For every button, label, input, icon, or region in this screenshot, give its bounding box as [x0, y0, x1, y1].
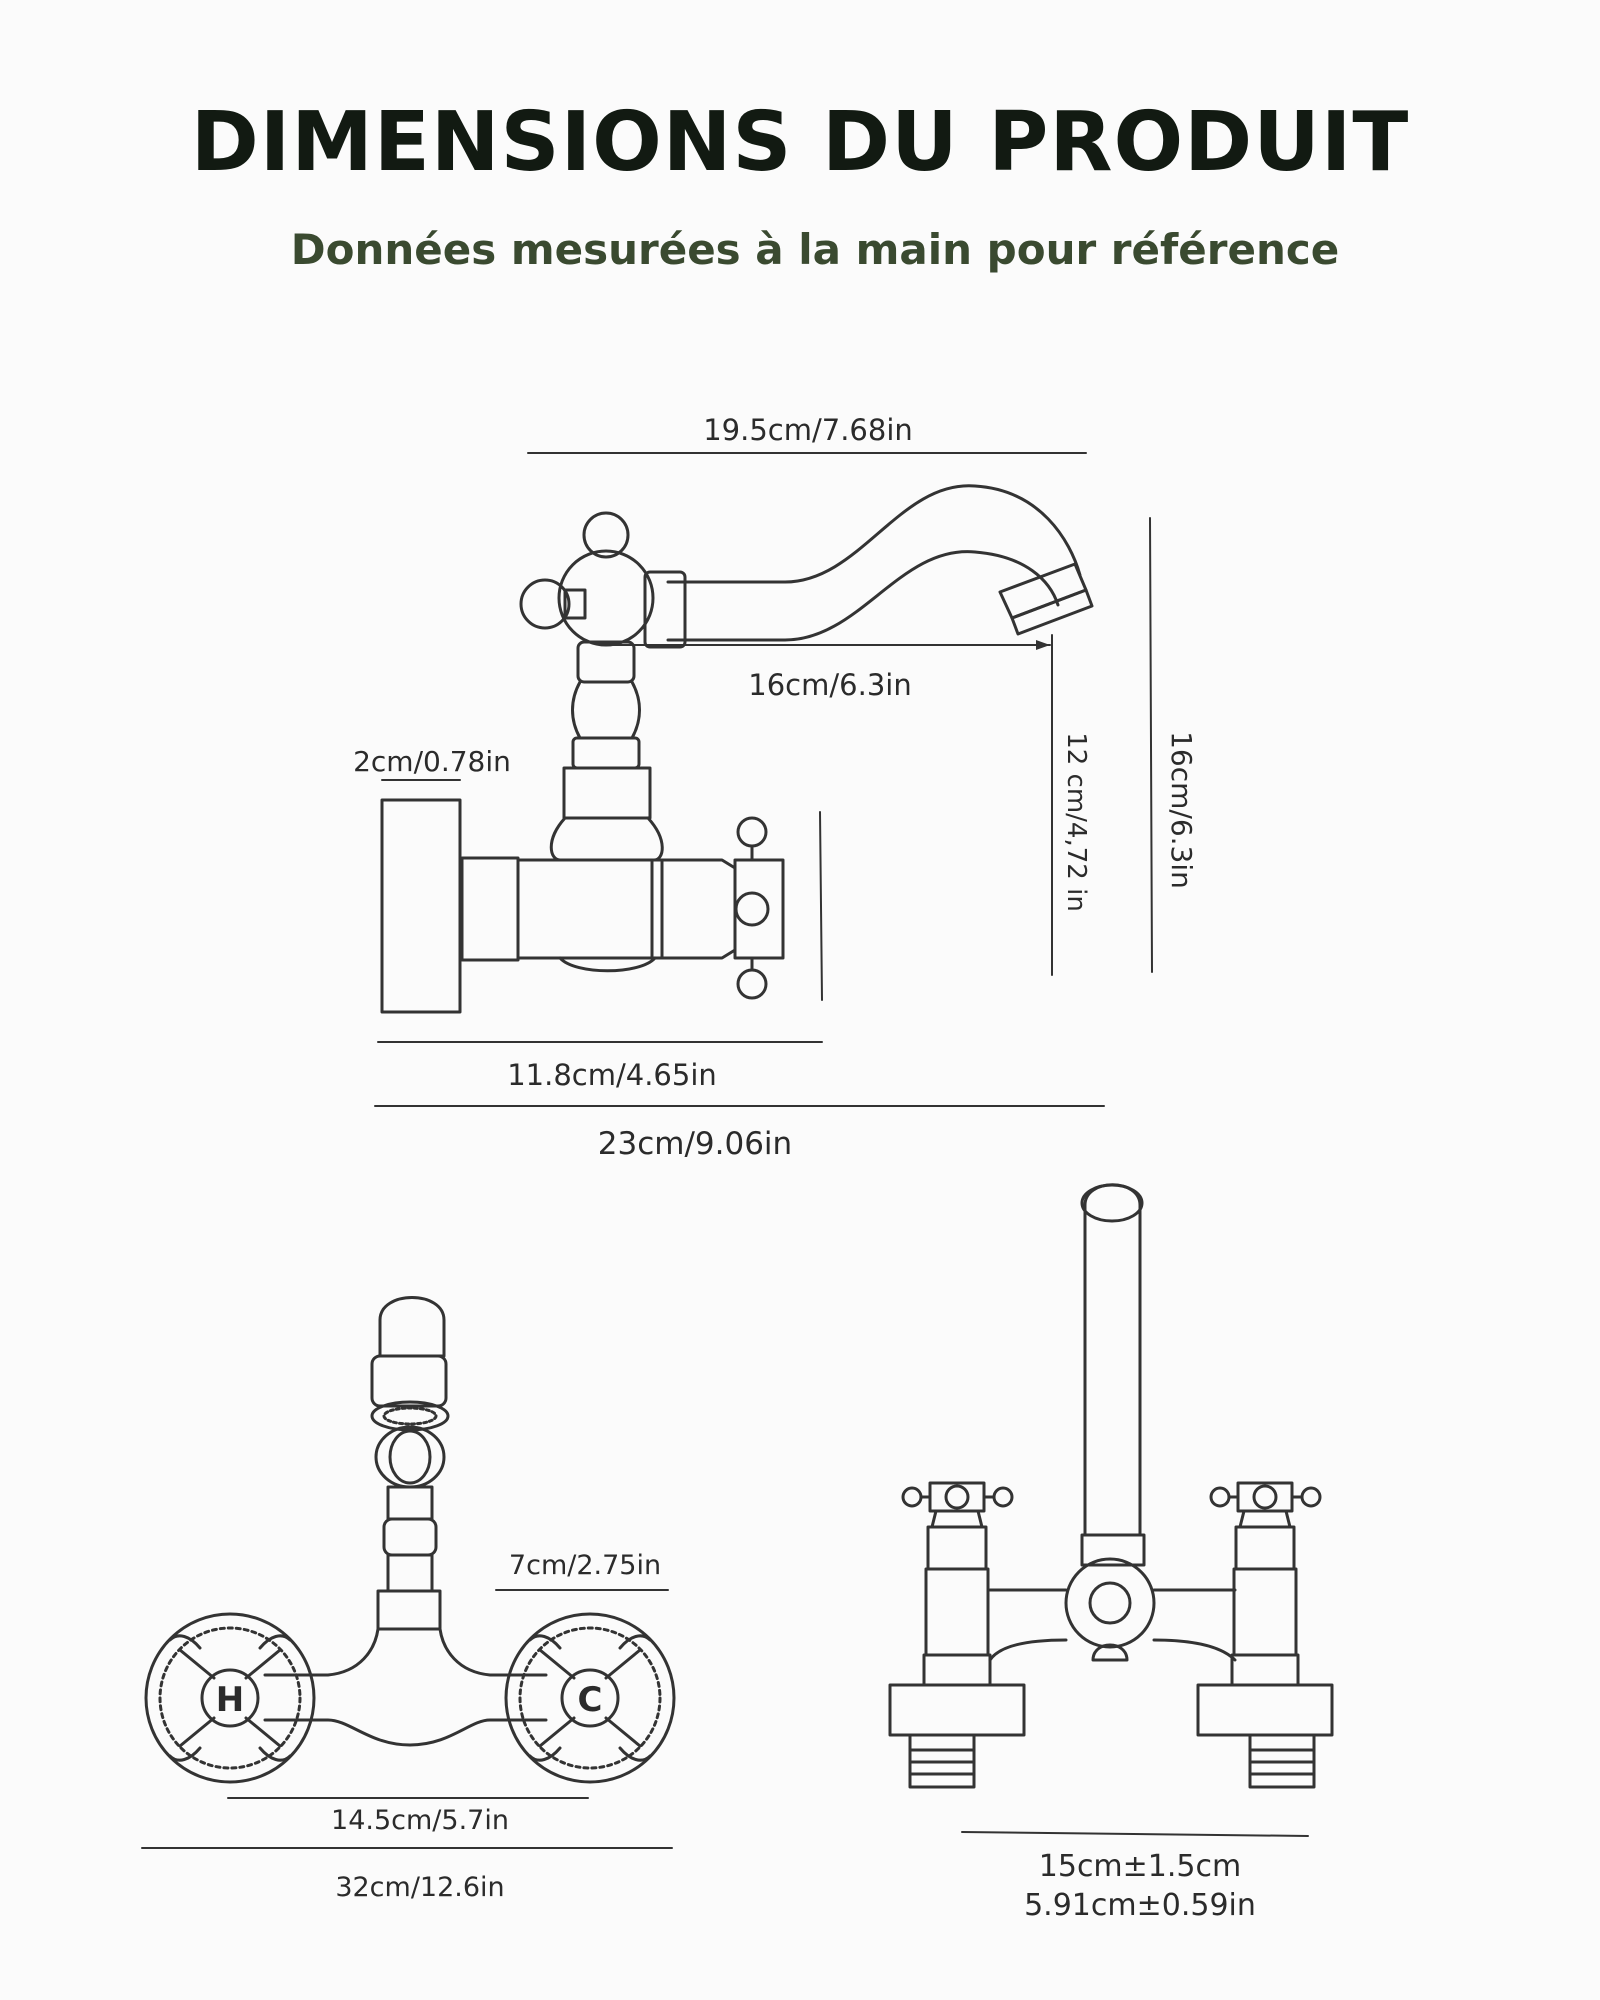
total-height-label: 16cm/6.3in [1165, 731, 1198, 889]
faucet-side-view [380, 484, 1094, 1014]
flange-diameter-label: 7cm/2.75in [509, 1550, 661, 1581]
side-view-labels: 19.5cm/7.68in 16cm/6.3in 2cm/0.78in 11.8… [353, 413, 1198, 1162]
spout-length-label: 19.5cm/7.68in [703, 413, 913, 447]
spout-reach-label: 16cm/6.3in [748, 668, 911, 702]
total-width-label: 32cm/12.6in [335, 1872, 504, 1903]
flange-thickness-label: 2cm/0.78in [353, 745, 511, 778]
spout-height-label: 12 cm/4,72 in [1061, 732, 1091, 912]
center-distance-label: 14.5cm/5.7in [331, 1805, 509, 1836]
back-view-labels: 15cm±1.5cm 5.91cm±0.59in [1024, 1849, 1256, 1923]
spacing-metric-label: 15cm±1.5cm [1039, 1849, 1241, 1884]
page-title: DIMENSIONS DU PRODUIT [190, 95, 1410, 190]
body-length-label: 11.8cm/4.65in [507, 1058, 717, 1092]
total-length-label: 23cm/9.06in [598, 1126, 792, 1162]
faucet-front-view [144, 1296, 676, 1784]
hot-indicator: H [216, 1680, 244, 1720]
front-view-labels: H C 7cm/2.75in 14.5cm/5.7in 32cm/12.6in [216, 1550, 661, 1903]
page-subtitle: Données mesurées à la main pour référenc… [290, 225, 1340, 274]
faucet-back-view [888, 1183, 1334, 1789]
cold-indicator: C [578, 1680, 603, 1720]
spacing-imperial-label: 5.91cm±0.59in [1024, 1888, 1256, 1923]
